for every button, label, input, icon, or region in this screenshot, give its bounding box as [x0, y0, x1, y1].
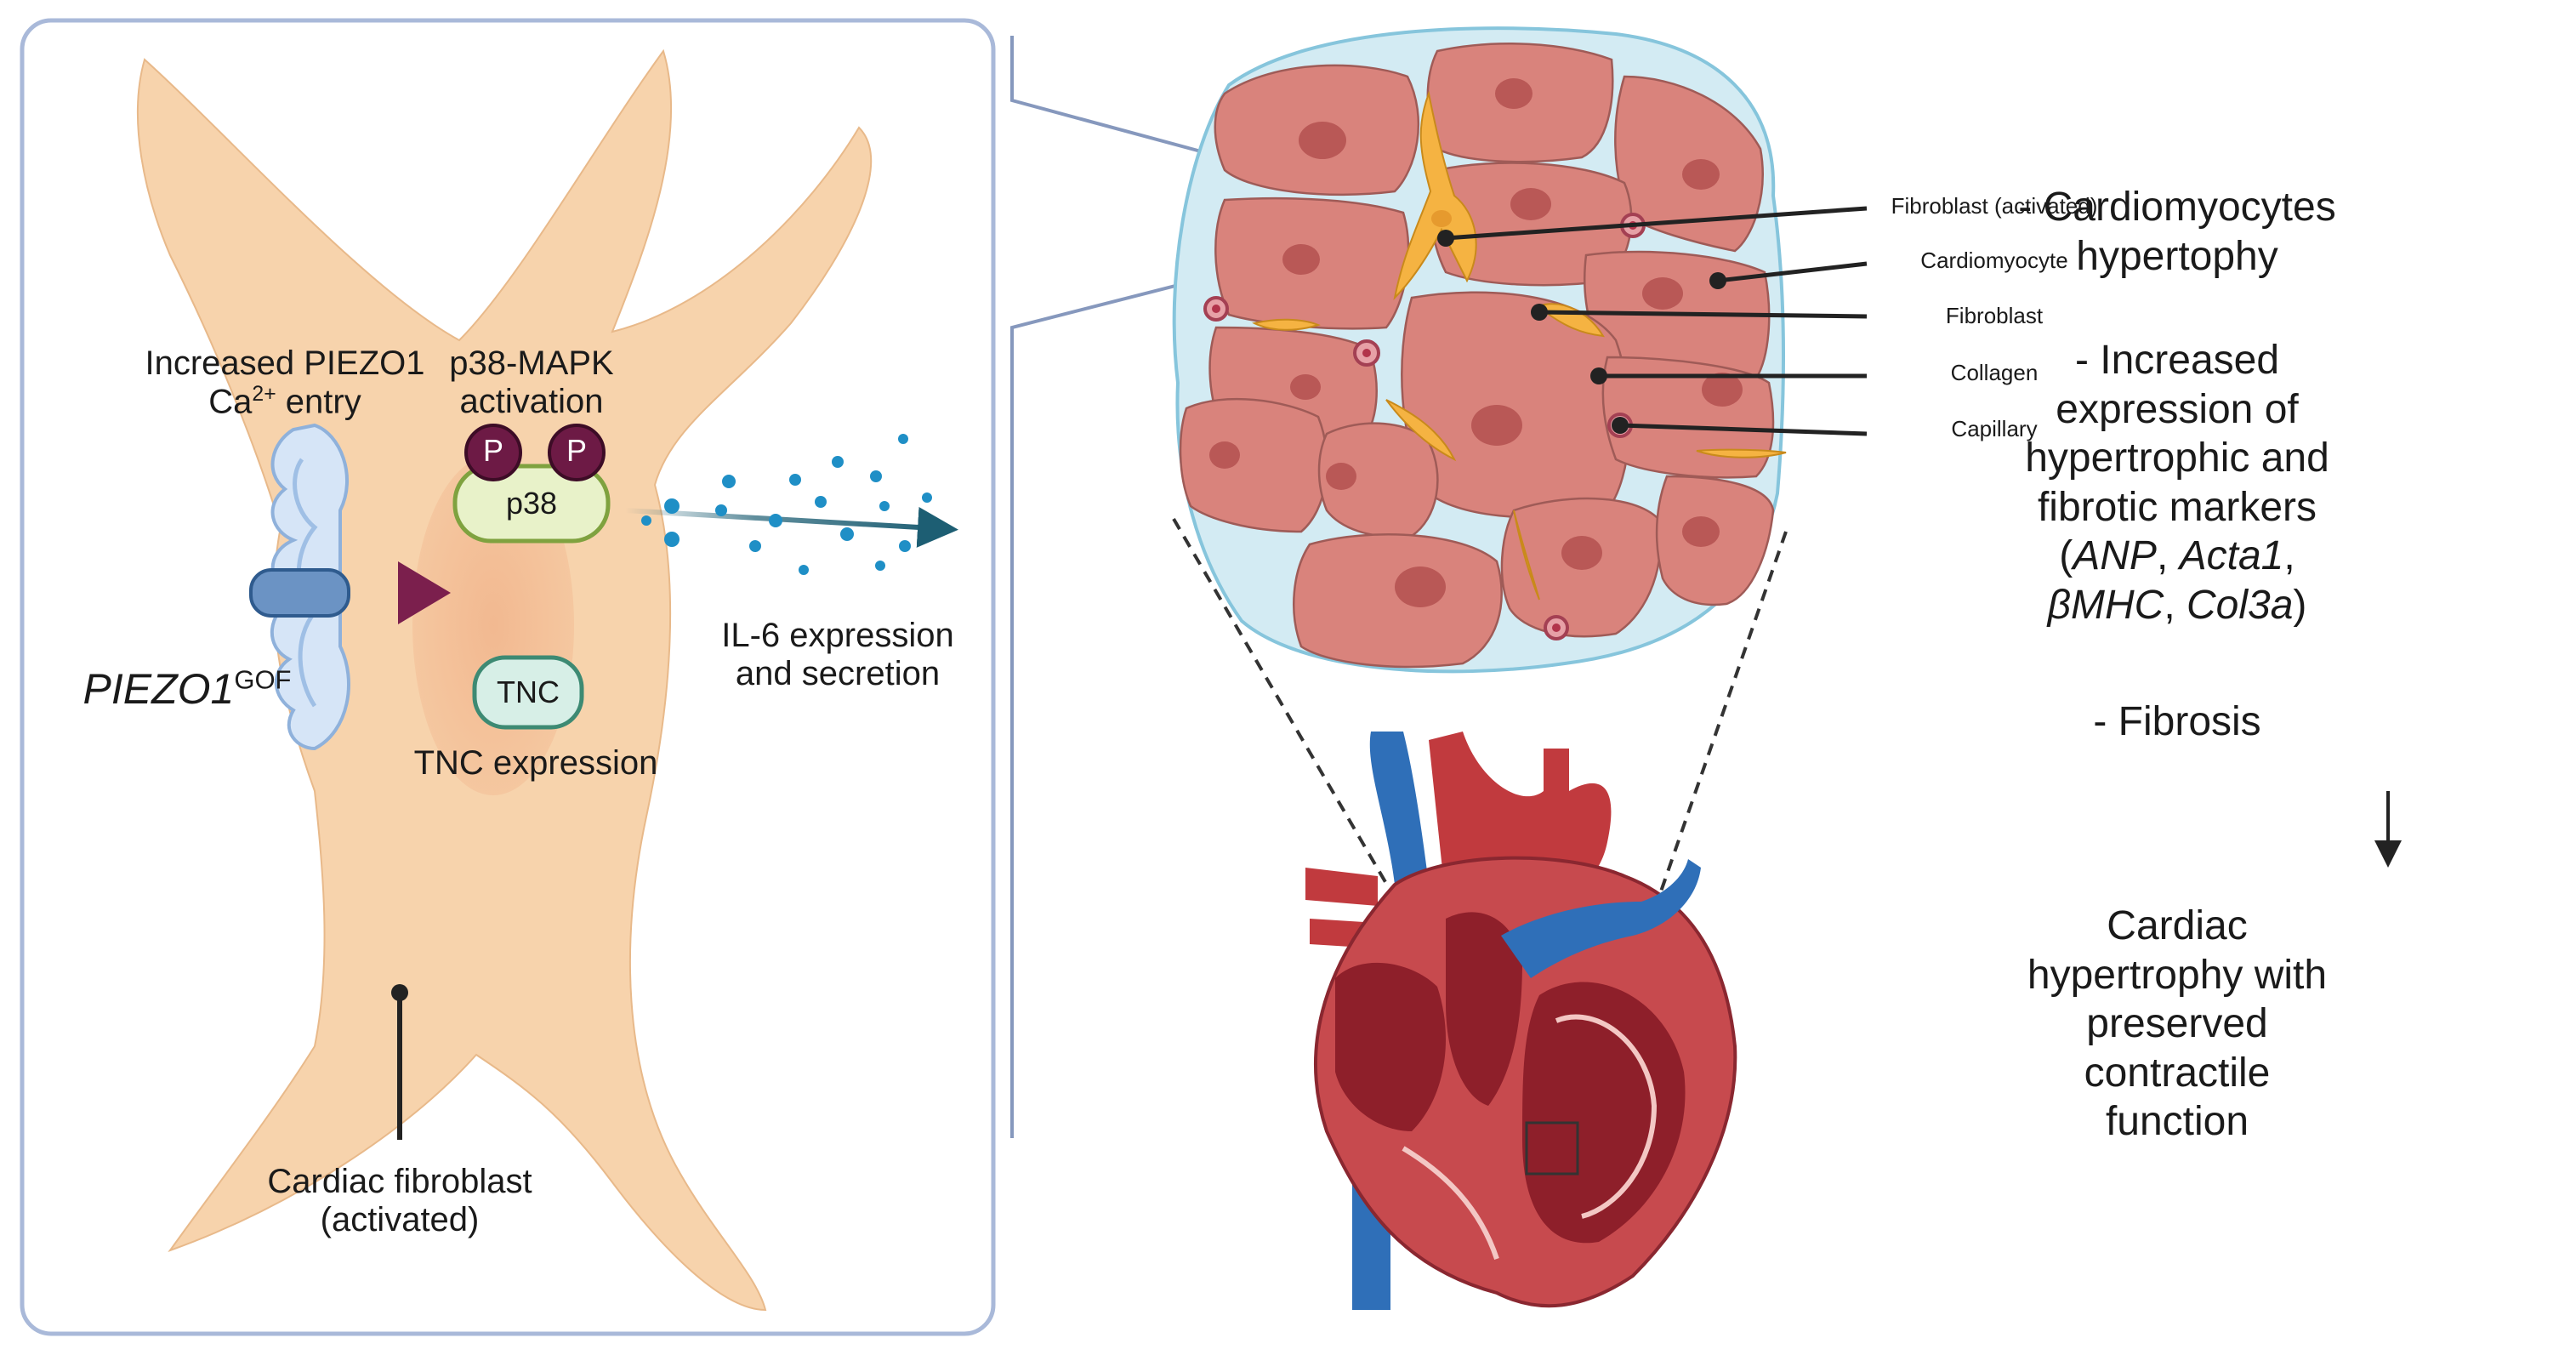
- phospho-circle-2: [548, 424, 606, 481]
- p38-protein: [452, 464, 611, 544]
- tnc-protein: [472, 655, 584, 730]
- increased-piezo-label: Increased PIEZO1 Ca2+ entry: [132, 344, 438, 421]
- markers-sep1: ,: [2156, 533, 2180, 579]
- piezo1-superscript: GOF: [234, 664, 292, 695]
- outcome-item1-line1: - Cardiomyocytes: [2018, 185, 2336, 230]
- label-cardiomyocyte: Cardiomyocyte: [1920, 248, 2068, 273]
- result-line3: preserved: [2086, 1001, 2268, 1047]
- label-fibroblast: Fibroblast: [1945, 303, 2044, 328]
- phospho-circle-1: [464, 424, 522, 481]
- piezo1-gof-label: PIEZO1GOF: [60, 664, 315, 713]
- activated-fibroblast: [1431, 210, 1452, 227]
- phospho-label-2: P: [566, 433, 587, 468]
- outcome-item2-line1: - Increased: [2074, 338, 2280, 383]
- result-line5: function: [2105, 1099, 2249, 1145]
- markers-close: ): [2293, 582, 2307, 628]
- cell-label-line2: (activated): [320, 1200, 480, 1238]
- label-capillary: Capillary: [1951, 416, 2038, 441]
- il6-line1: IL-6 expression: [721, 617, 954, 654]
- outcome-fibrosis: - Fibrosis: [2093, 699, 2261, 744]
- phospho-label-1: P: [482, 433, 503, 468]
- markers-sep3: ,: [2164, 582, 2186, 628]
- tnc-label: TNC: [497, 675, 560, 709]
- ca-superscript: 2+: [252, 382, 276, 406]
- outcome-item1-line2: hypertophy: [2076, 233, 2278, 279]
- cell-label-line1: Cardiac fibroblast: [267, 1163, 532, 1200]
- tnc-expression-label: TNC expression: [413, 744, 658, 782]
- marker-acta1: Acta1: [2179, 533, 2284, 579]
- p38-label: p38: [505, 486, 558, 521]
- p38-activation-line2: activation: [459, 382, 604, 420]
- p38-activation-label: p38-MAPK activation: [429, 344, 634, 421]
- il6-secretion: [624, 434, 958, 575]
- label-collagen: Collagen: [1950, 360, 2039, 385]
- result-line1: Cardiac: [2107, 903, 2248, 948]
- marker-anp: ANP: [2073, 533, 2157, 579]
- tissue-leader-lines: [1445, 206, 1868, 436]
- label-fibroblast-activated: Fibroblast (activated): [1891, 193, 2098, 219]
- outcome-item2-line2: expression of: [2056, 386, 2299, 432]
- heart-illustration: [1305, 732, 1737, 1310]
- il6-label: IL-6 expression and secretion: [706, 617, 970, 693]
- ca-prefix: Ca: [208, 383, 253, 421]
- result-line4: contractile: [2084, 1050, 2271, 1096]
- markers-sep2: ,: [2283, 533, 2295, 579]
- cardiac-fibroblast-label: Cardiac fibroblast (activated): [221, 1163, 578, 1239]
- result-line2: hypertrophy with: [2027, 952, 2328, 998]
- outcome-markers: - Increased expression of hypertrophic a…: [1965, 336, 2390, 630]
- increased-piezo-line1: Increased PIEZO1: [145, 344, 425, 382]
- outcome-item2-line3: hypertrophic and: [2025, 436, 2329, 481]
- ca-suffix: entry: [276, 383, 361, 421]
- zoom-dashed-right: [1576, 531, 1788, 1132]
- p38-activation-line1: p38-MAPK: [449, 344, 614, 382]
- outcome-result: Cardiac hypertrophy with preserved contr…: [1965, 902, 2390, 1147]
- piezo1-label: PIEZO1: [82, 665, 235, 713]
- myocardial-tissue: [1172, 26, 1787, 674]
- outcome-item2-line4: fibrotic markers: [2037, 484, 2317, 530]
- markers-open: (: [2059, 533, 2073, 579]
- marker-col3a: Col3a: [2186, 582, 2294, 628]
- marker-bmhc: βMHC: [2047, 582, 2164, 628]
- outcome-hypertrophy: - Cardiomyocytes hypertophy: [1965, 183, 2390, 281]
- il6-line2: and secretion: [735, 654, 941, 692]
- heart-zoom-box: [1525, 1121, 1579, 1176]
- zoom-dashed-left: [1172, 517, 1533, 1133]
